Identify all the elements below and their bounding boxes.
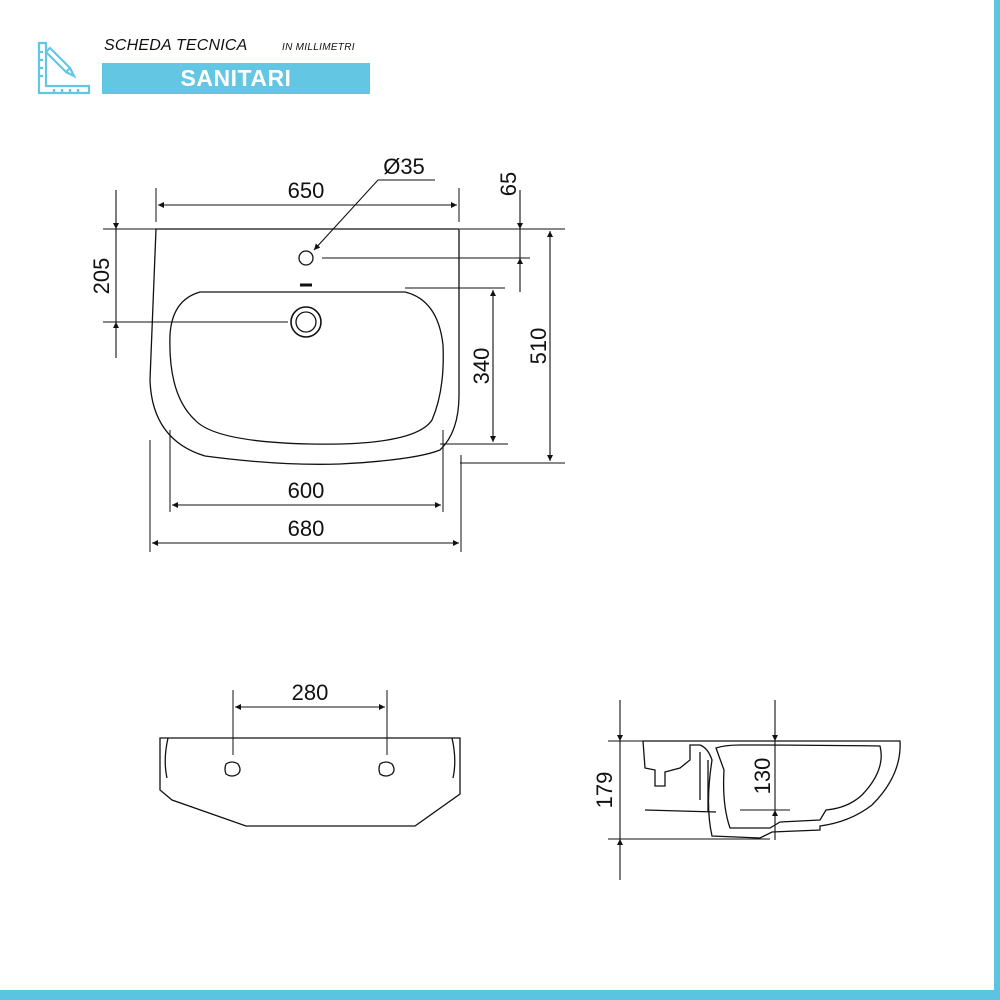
- dim-label-diameter: Ø35: [383, 154, 425, 179]
- dim-label-340: 340: [469, 348, 494, 385]
- bowl-outline: [169, 291, 444, 445]
- section-inner: [715, 744, 882, 829]
- dim-label-650: 650: [288, 178, 325, 203]
- leader-diameter: [313, 179, 435, 251]
- rear-view: [159, 737, 461, 827]
- basin-outline: [149, 228, 460, 465]
- dim-label-205: 205: [89, 258, 114, 295]
- header-title: SCHEDA TECNICA: [104, 37, 248, 54]
- frame-border-right: [994, 0, 1000, 1000]
- dim-label-510: 510: [526, 328, 551, 365]
- dim-label-65: 65: [496, 172, 521, 196]
- dim-label-280: 280: [292, 680, 329, 705]
- drain-inner: [295, 311, 317, 333]
- rear-outline: [159, 737, 461, 827]
- dim-label-680: 680: [288, 516, 325, 541]
- section-outer: [642, 740, 901, 839]
- ruler-pencil-icon: [37, 41, 91, 95]
- tap-hole: [298, 250, 314, 266]
- category-banner: SANITARI: [102, 63, 370, 94]
- top-view: [149, 228, 460, 465]
- fixing-hole-left: [224, 761, 241, 777]
- dim-label-130: 130: [750, 758, 775, 795]
- frame-border-bottom: [0, 990, 1000, 1000]
- drain-outer: [290, 306, 322, 338]
- dim-label-600: 600: [288, 478, 325, 503]
- fixing-hole-right: [378, 761, 395, 777]
- header-subtitle: IN MILLIMETRI: [282, 42, 355, 53]
- side-section: [642, 740, 901, 839]
- dim-label-179: 179: [592, 772, 617, 809]
